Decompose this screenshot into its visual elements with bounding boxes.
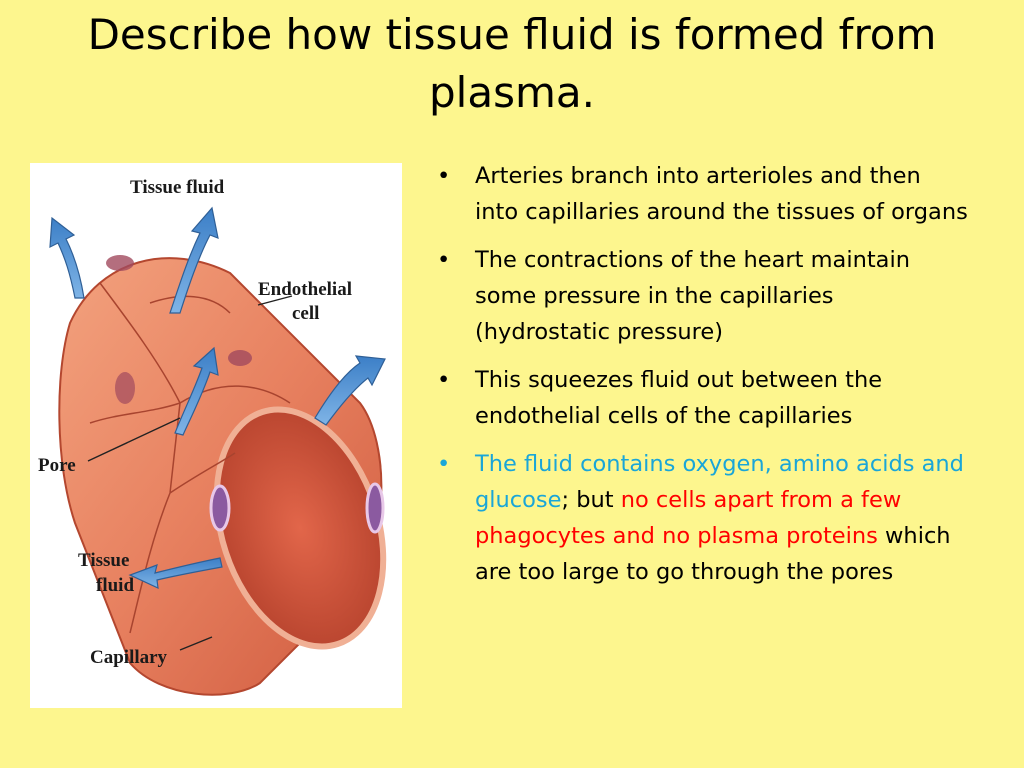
nucleus bbox=[106, 255, 134, 271]
bullet-dot: • bbox=[437, 451, 451, 477]
bullet-dot: • bbox=[437, 163, 451, 189]
label-endothelial-cell: cell bbox=[292, 303, 319, 324]
slide-title: Describe how tissue fluid is formed from… bbox=[87, 10, 937, 117]
capillary-illustration: Tissue fluid Endothelial cell Pore Tissu… bbox=[38, 177, 387, 696]
cell-borders bbox=[89, 282, 291, 634]
nucleus bbox=[228, 350, 252, 366]
bullet-list: • Arteries branch into arterioles and th… bbox=[437, 158, 969, 602]
bullet-dot: • bbox=[437, 247, 451, 273]
bullet-dot: • bbox=[437, 367, 451, 393]
bullet-item: • The contractions of the heart maintain… bbox=[437, 242, 969, 350]
nucleus bbox=[209, 484, 231, 532]
label-tissue-fluid-top: Tissue fluid bbox=[130, 177, 225, 198]
nucleus bbox=[115, 372, 135, 404]
bullet-text-emphasis: no cells apart from a few phagocytes and… bbox=[475, 487, 902, 549]
nucleus bbox=[365, 482, 385, 534]
bullet-text: The contractions of the heart maintain s… bbox=[475, 247, 910, 345]
label-pore: Pore bbox=[38, 455, 76, 476]
bullet-text: This squeezes fluid out between the endo… bbox=[475, 367, 883, 429]
bullet-text: Arteries branch into arterioles and then… bbox=[475, 163, 968, 225]
bullet-item: • The fluid contains oxygen, amino acids… bbox=[437, 446, 969, 590]
bullet-text-highlight: The fluid contains oxygen, amino acids a… bbox=[475, 451, 964, 513]
bullet-text: which are too large to go through the po… bbox=[475, 523, 951, 585]
label-endothelial: Endothelial bbox=[258, 279, 352, 300]
label-tissue-fluid-bottom-2: fluid bbox=[96, 575, 134, 596]
bullet-text: ; but bbox=[561, 487, 621, 513]
label-tissue-fluid-bottom: Tissue bbox=[78, 550, 129, 571]
leader-lines bbox=[87, 295, 293, 651]
fluid-arrow-icon bbox=[49, 206, 386, 590]
bullet-item: • This squeezes fluid out between the en… bbox=[437, 362, 969, 434]
label-capillary: Capillary bbox=[90, 647, 168, 668]
capillary-diagram: Tissue fluid Endothelial cell Pore Tissu… bbox=[30, 163, 402, 708]
bullet-item: • Arteries branch into arterioles and th… bbox=[437, 158, 969, 230]
